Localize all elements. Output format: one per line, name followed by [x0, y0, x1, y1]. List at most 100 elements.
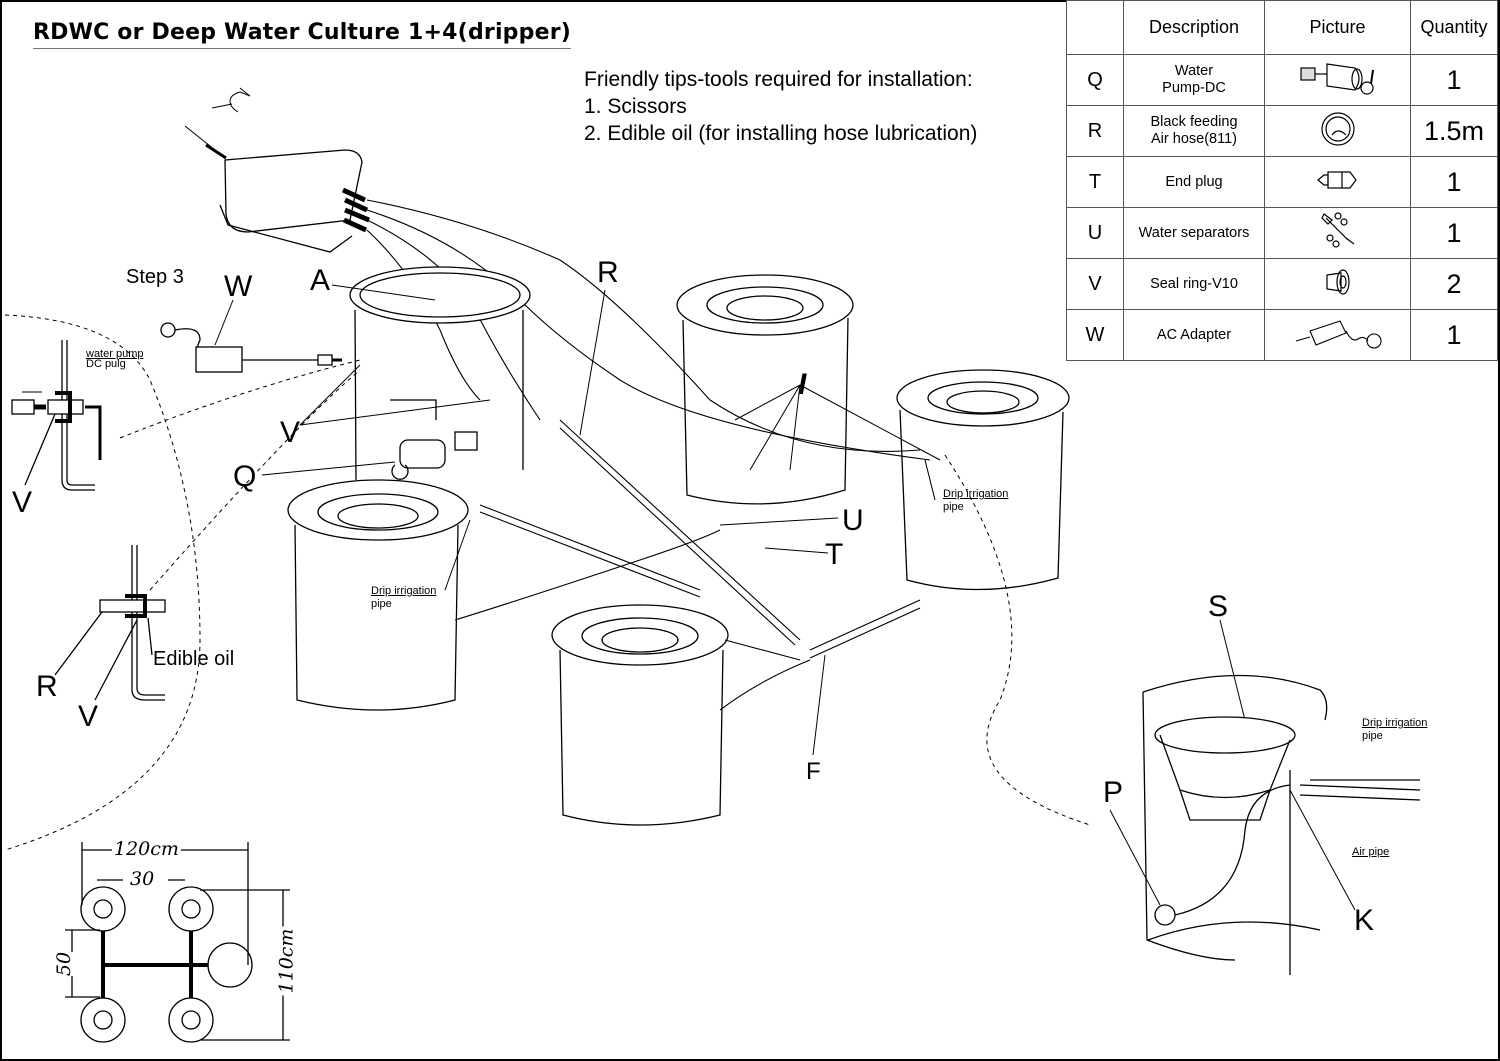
- installation-tips: Friendly tips-tools required for install…: [584, 66, 977, 147]
- table-row: W AC Adapter 1: [1066, 309, 1498, 361]
- part-description: End plug: [1123, 156, 1265, 208]
- drip-irrigation-label: Drip irrigation: [943, 488, 1009, 500]
- table-row: T End plug 1: [1066, 156, 1498, 208]
- callout-p: P: [1103, 776, 1124, 809]
- bucket-bottom-middle: [551, 604, 729, 826]
- part-quantity: 1: [1410, 156, 1498, 208]
- desc-line: AC Adapter: [1156, 326, 1232, 343]
- desc-line: Water: [1174, 63, 1214, 79]
- callout-u: U: [842, 504, 864, 537]
- drip-irrigation-label: Drip irrigation: [1362, 717, 1428, 729]
- ac-adapter-detail: [160, 322, 342, 373]
- part-code: W: [1066, 309, 1124, 361]
- part-picture: [1264, 258, 1411, 310]
- drip-irrigation-label: pipe: [1362, 730, 1383, 742]
- header-picture: Picture: [1264, 0, 1411, 55]
- part-quantity: 1.5m: [1410, 105, 1498, 157]
- desc-line: Seal ring-V10: [1150, 275, 1238, 292]
- header-quantity: Quantity: [1410, 0, 1498, 55]
- callout-a: A: [310, 264, 331, 297]
- part-code: V: [1066, 258, 1124, 310]
- air-hoses: [366, 199, 931, 461]
- page-title: RDWC or Deep Water Culture 1+4(dripper): [33, 20, 572, 49]
- part-description: Water separators: [1123, 207, 1265, 259]
- callout-r: R: [597, 256, 619, 289]
- callout-t: T: [825, 538, 844, 571]
- callout-r-detail: R: [36, 670, 58, 703]
- callout-q: Q: [233, 460, 257, 493]
- ac-adapter-icon: [1295, 319, 1382, 349]
- desc-line: Air hose(811): [1151, 131, 1237, 147]
- part-code: U: [1066, 207, 1124, 259]
- edible-oil-label: Edible oil: [153, 648, 235, 670]
- callout-v: V: [280, 416, 301, 449]
- part-code: R: [1066, 105, 1124, 157]
- air-hose-coil-icon: [1320, 111, 1355, 146]
- part-code: T: [1066, 156, 1124, 208]
- dimension-depth: 110cm: [275, 926, 298, 996]
- water-pump-icon: [1299, 62, 1374, 95]
- part-picture: [1264, 54, 1411, 106]
- cutaway-bucket: [1142, 674, 1421, 975]
- part-description: AC Adapter: [1123, 309, 1265, 361]
- dc-plug-label: DC pulg: [86, 358, 126, 370]
- callout-i: I: [798, 368, 807, 401]
- dimension-pair-gap: 50: [53, 951, 76, 977]
- part-picture: [1264, 207, 1411, 259]
- bucket-a: [349, 266, 531, 481]
- hose-wall-detail: [54, 545, 166, 701]
- tips-heading: Friendly tips-tools required for install…: [584, 68, 973, 91]
- part-picture: [1264, 156, 1411, 208]
- dimension-width: 120cm: [112, 838, 181, 860]
- tip-item: 1. Scissors: [584, 95, 687, 118]
- seal-ring-icon: [1325, 268, 1350, 295]
- air-pump: [184, 87, 370, 253]
- table-row: U Water separators 1: [1066, 207, 1498, 259]
- desc-line: Black feeding: [1150, 114, 1238, 130]
- part-picture: [1264, 105, 1411, 157]
- dashed-guides: [4, 314, 1091, 851]
- wall-plug-detail: [11, 340, 102, 491]
- desc-line: Water separators: [1138, 224, 1250, 241]
- callout-f: F: [806, 758, 821, 785]
- callout-w: W: [224, 270, 253, 303]
- header-description: Description: [1123, 0, 1265, 55]
- part-picture: [1264, 309, 1411, 361]
- header-code: [1066, 0, 1124, 55]
- drip-irrigation-label: pipe: [943, 501, 964, 513]
- tip-item: 2. Edible oil (for installing hose lubri…: [584, 122, 978, 145]
- part-quantity: 1: [1410, 54, 1498, 106]
- part-description: Seal ring-V10: [1123, 258, 1265, 310]
- drip-irrigation-label: pipe: [371, 598, 392, 610]
- step-label: Step 3: [126, 266, 184, 288]
- part-quantity: 2: [1410, 258, 1498, 310]
- part-quantity: 1: [1410, 207, 1498, 259]
- table-header-row: Description Picture Quantity: [1066, 0, 1498, 55]
- callout-s: S: [1208, 590, 1229, 623]
- callout-v-detail: V: [12, 486, 33, 519]
- bucket-right: [896, 369, 1070, 591]
- callout-k: K: [1354, 904, 1375, 937]
- layout-dimension-drawing: [65, 842, 290, 1043]
- air-pipe-label: Air pipe: [1352, 846, 1390, 858]
- drip-irrigation-label: Drip irrigation: [371, 585, 437, 597]
- water-pump: [390, 399, 478, 480]
- desc-line: End plug: [1165, 173, 1223, 190]
- part-code: Q: [1066, 54, 1124, 106]
- bucket-bottom-left: [287, 479, 469, 711]
- water-pump-label: water pump: [86, 348, 144, 360]
- end-plug-icon: [1316, 170, 1357, 189]
- callout-v-detail: V: [78, 700, 99, 733]
- water-separator-icon: [1320, 211, 1354, 248]
- dimension-spacing: 30: [130, 868, 155, 890]
- table-row: V Seal ring-V10 2: [1066, 258, 1498, 310]
- leader-lines: [214, 284, 1356, 911]
- desc-line: Pump-DC: [1162, 80, 1226, 96]
